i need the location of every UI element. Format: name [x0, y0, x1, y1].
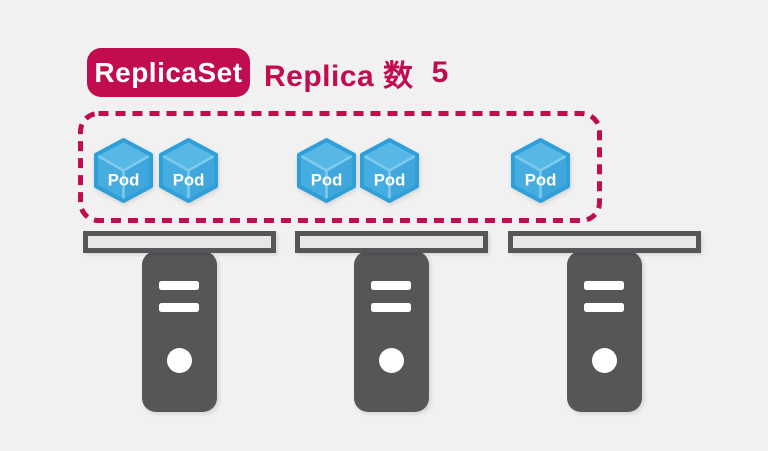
server-vent-slot — [584, 303, 624, 312]
node-server-3 — [508, 231, 701, 412]
node-server-1 — [83, 231, 276, 412]
pod: Pod — [92, 138, 155, 203]
server-platform — [295, 231, 488, 253]
pod-label: Pod — [108, 170, 140, 189]
server-vent-slot — [584, 281, 624, 290]
pod: Pod — [358, 138, 421, 203]
server-platform — [508, 231, 701, 253]
pod-cube-icon: Pod — [158, 138, 219, 203]
server-platform — [83, 231, 276, 253]
pod-label: Pod — [173, 170, 205, 189]
replica-count-value: 5 — [431, 55, 449, 89]
server-vent-slot — [159, 303, 199, 312]
node-server-2 — [295, 231, 488, 412]
server-power-button — [167, 348, 192, 373]
server-platform-inner — [513, 236, 696, 248]
pod-label: Pod — [525, 170, 557, 189]
replica-count-heading: Replica 数 5 — [264, 48, 449, 97]
server-vent-slot — [371, 303, 411, 312]
replicaset-badge: ReplicaSet — [87, 48, 250, 97]
server-vent-slot — [159, 281, 199, 290]
server-vent-slot — [371, 281, 411, 290]
server-power-button — [592, 348, 617, 373]
pod-cube-icon: Pod — [359, 138, 420, 203]
replicaset-badge-label: ReplicaSet — [94, 56, 243, 88]
replica-count-label: Replica 数 — [264, 59, 414, 93]
pod: Pod — [509, 138, 572, 203]
server-tower — [354, 251, 429, 412]
server-platform-inner — [88, 236, 271, 248]
server-tower — [567, 251, 642, 412]
server-tower — [142, 251, 217, 412]
pod-cube-icon: Pod — [296, 138, 357, 203]
pod: Pod — [157, 138, 220, 203]
pod-cube-icon: Pod — [93, 138, 154, 203]
pod-label: Pod — [374, 170, 406, 189]
server-power-button — [379, 348, 404, 373]
pod-cube-icon: Pod — [510, 138, 571, 203]
server-platform-inner — [300, 236, 483, 248]
pod-label: Pod — [311, 170, 343, 189]
replicaset-boundary — [78, 111, 602, 223]
pod: Pod — [295, 138, 358, 203]
